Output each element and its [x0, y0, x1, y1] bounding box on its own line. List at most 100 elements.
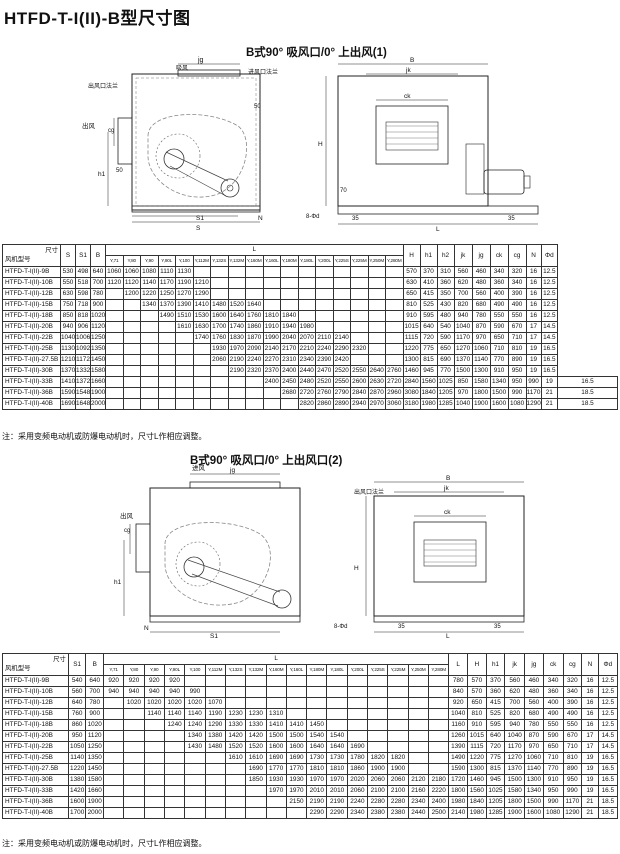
section2-table-cell: 780	[524, 719, 544, 731]
section1-table-cell	[122, 343, 141, 355]
section1-table-cell	[210, 365, 229, 377]
section1-table-cell: 940	[60, 321, 76, 333]
section2-table-cell: 1230	[224, 708, 247, 720]
section1-table-cell: 2170	[280, 343, 299, 355]
section1-table-cell	[350, 266, 369, 278]
section2-table-cell: 1430	[184, 741, 206, 753]
section1-table-cell	[105, 376, 124, 388]
section2-table-cell: 1020	[163, 697, 186, 709]
section2-table-cell: 2150	[285, 796, 308, 808]
section1-table-cell: 1290	[525, 398, 542, 410]
section1-table-cell: 870	[471, 321, 491, 333]
section1-table-cell	[140, 354, 159, 366]
section1-table-cell	[385, 299, 404, 311]
section2-table-cell: 19	[581, 763, 599, 775]
section2-model-cell: HTFD-T-I(II)-40B	[2, 807, 69, 819]
section1-table-cell: 810	[402, 299, 421, 311]
section2-table-cell	[346, 697, 369, 709]
section1-table-cell: 550	[489, 310, 509, 322]
section1-table-cell	[122, 299, 141, 311]
section1-motor-col-header: Y,90L	[157, 255, 176, 267]
section1-table-cell: 718	[75, 299, 91, 311]
section2-table-cell	[204, 796, 226, 808]
section2-table-cell: 1270	[504, 752, 526, 764]
section2-table-cell: 1600	[285, 741, 308, 753]
section1-table-cell: 2320	[245, 365, 264, 377]
section2-table-cell: 1140	[524, 763, 544, 775]
section1-col-header: S1	[75, 244, 91, 267]
section2-table-cell	[204, 763, 226, 775]
section2-motor-col-header: Y,112M	[204, 664, 226, 676]
section2-table-cell	[346, 730, 369, 742]
section1-table-cell: 1930	[210, 343, 229, 355]
section2-col-header: N	[581, 653, 599, 676]
section2-table-cell: 590	[542, 730, 564, 742]
section2-table-cell: 490	[542, 708, 564, 720]
section1-table-cell: 18.5	[557, 398, 618, 410]
section2-table-cell: 780	[85, 697, 104, 709]
section1-model-cell: HTFD-T-I(II)-40B	[2, 398, 61, 410]
section1-corner-bottom: 风机型号	[5, 256, 31, 263]
section1-table-cell	[122, 376, 141, 388]
section1-table-cell: 350	[436, 288, 455, 300]
section1-table-cell: 640	[419, 321, 438, 333]
section2-model-cell: HTFD-T-I(II)-33B	[2, 785, 69, 797]
section1-table-cell	[227, 376, 246, 388]
section2-table-cell: 2280	[367, 796, 389, 808]
section2-table-cell: 900	[85, 708, 104, 720]
section2-table-cell: 815	[485, 763, 506, 775]
section1-fifty-left-label: 50	[116, 168, 123, 174]
section2-table-cell: 415	[485, 697, 506, 709]
section1-table-cell: 1290	[192, 288, 211, 300]
section1-table-cell: 525	[419, 299, 438, 311]
section1-table-cell: 560	[453, 266, 473, 278]
section2-table-cell	[123, 763, 145, 775]
section1-table-cell	[175, 332, 194, 344]
section1-table-cell: 1040	[453, 321, 473, 333]
section1-table-cell: 1760	[210, 332, 229, 344]
section2-inlet-label: 进风	[192, 464, 206, 472]
section2-table-cell: 1690	[285, 752, 308, 764]
section2-table-cell	[143, 719, 165, 731]
section1-table-cell: 1548	[75, 387, 91, 399]
section2-table-cell: 340	[562, 686, 583, 698]
section2-model-cell: HTFD-T-I(II)-27.5B	[2, 763, 69, 775]
section2-table-cell	[123, 796, 145, 808]
section1-table-cell	[140, 310, 159, 322]
section2-table-cell: 1500	[265, 730, 287, 742]
section1-table-cell: 1130	[175, 266, 194, 278]
section2-table-cell	[245, 697, 267, 709]
section2-table-cell: 2120	[407, 774, 430, 786]
section2-table-cell: 19	[581, 752, 599, 764]
section2-b-label: B	[446, 475, 450, 482]
section1-table-cell: 775	[419, 343, 438, 355]
section2-table-cell	[407, 730, 430, 742]
section1-table-cell	[262, 288, 281, 300]
section1-table-cell: 1740	[227, 321, 246, 333]
section2-table-cell	[285, 708, 308, 720]
section1-table-cell: 400	[489, 288, 509, 300]
section2-table-cell: 940	[102, 686, 125, 698]
section2-table-cell: 1190	[204, 708, 226, 720]
section1-motor-col-header: Y,132S	[210, 255, 229, 267]
section2-table-cell	[143, 807, 165, 819]
section2-table-cell: 2400	[427, 796, 450, 808]
section2-table-cell: 17	[581, 741, 599, 753]
section2-table-cell	[285, 697, 308, 709]
section1-table-cell	[105, 387, 124, 399]
section2-table-cell	[346, 719, 369, 731]
section2-table-cell: 490	[562, 708, 583, 720]
section1-table-cell: 1060	[105, 266, 124, 278]
section2-motor-col-header: Y,90L	[163, 664, 186, 676]
section1-table-cell	[350, 354, 369, 366]
section1-table-cell: 1080	[507, 398, 527, 410]
section2-table-cell: 560	[504, 675, 526, 687]
section2-table-cell: 1590	[448, 763, 469, 775]
section1-table-cell	[332, 277, 351, 289]
section1-table-cell: 1648	[75, 398, 91, 410]
section2-table-cell: 650	[542, 741, 564, 753]
section2-table-cell: 820	[504, 708, 526, 720]
section1-h1-label: h1	[98, 171, 106, 178]
section1-table-cell: 1120	[90, 321, 106, 333]
